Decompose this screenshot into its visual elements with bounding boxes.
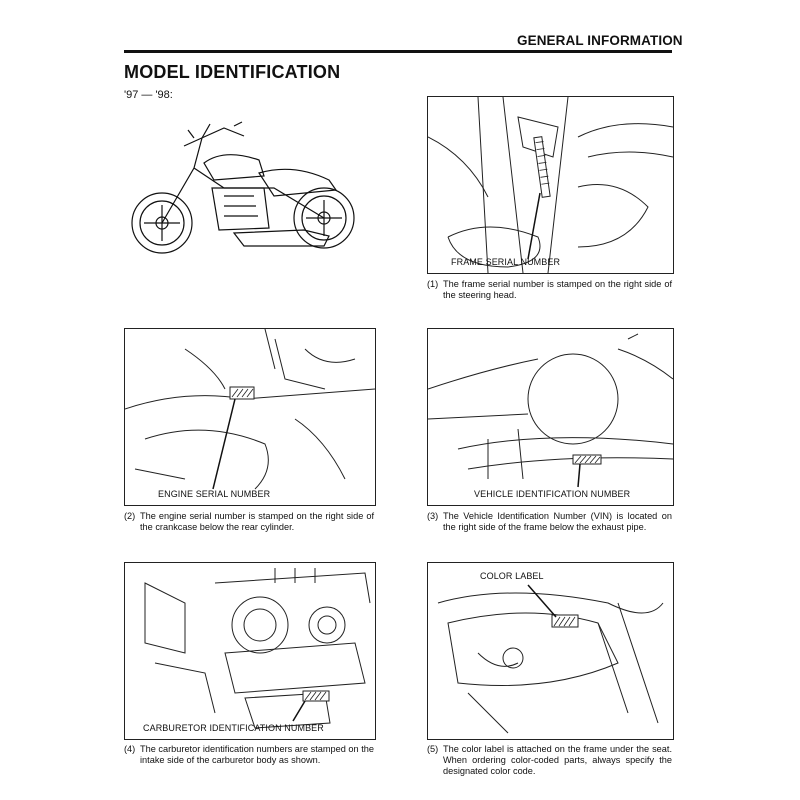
caption-number: (3): [427, 511, 439, 521]
caption-number: (2): [124, 511, 136, 521]
engine-illustration: [125, 329, 375, 490]
color-label-label: COLOR LABEL: [480, 571, 544, 581]
frame-serial-caption: (1) The frame serial number is stamped o…: [427, 279, 672, 301]
vin-label: VEHICLE IDENTIFICATION NUMBER: [474, 489, 631, 499]
caption-text: The frame serial number is stamped on th…: [443, 279, 672, 301]
carburetor-label: CARBURETOR IDENTIFICATION NUMBER: [143, 723, 324, 733]
engine-serial-panel: ENGINE SERIAL NUMBER: [124, 328, 376, 506]
caption-text: The color label is attached on the frame…: [443, 744, 672, 777]
engine-serial-label: ENGINE SERIAL NUMBER: [158, 489, 271, 499]
caption-text: The Vehicle Identification Number (VIN) …: [443, 511, 672, 533]
caption-number: (5): [427, 744, 439, 754]
carburetor-caption: (4) The carburetor identification number…: [124, 744, 374, 766]
header-rule: [124, 50, 672, 53]
caption-text: The carburetor identification numbers ar…: [140, 744, 374, 766]
engine-serial-caption: (2) The engine serial number is stamped …: [124, 511, 374, 533]
frame-illustration: [428, 97, 673, 273]
carburetor-illustration: [144, 568, 371, 729]
model-year-range: '97 — '98:: [124, 89, 173, 101]
section-header: GENERAL INFORMATION: [517, 33, 683, 48]
caption-text: The engine serial number is stamped on t…: [140, 511, 374, 533]
page-title: MODEL IDENTIFICATION: [124, 62, 341, 82]
carburetor-panel: CARBURETOR IDENTIFICATION NUMBER: [124, 562, 376, 740]
frame-serial-panel: FRAME SERIAL NUMBER: [427, 96, 674, 274]
caption-number: (1): [427, 279, 439, 289]
vin-caption: (3) The Vehicle Identification Number (V…: [427, 511, 672, 533]
frame-serial-label: FRAME SERIAL NUMBER: [451, 257, 561, 267]
vin-illustration: [428, 333, 673, 488]
color-label-panel: COLOR LABEL: [427, 562, 674, 740]
caption-number: (4): [124, 744, 136, 754]
vin-panel: VEHICLE IDENTIFICATION NUMBER: [427, 328, 674, 506]
color-label-illustration: [437, 584, 664, 734]
color-label-caption: (5) The color label is attached on the f…: [427, 744, 672, 778]
motorcycle-illustration: [131, 121, 355, 254]
